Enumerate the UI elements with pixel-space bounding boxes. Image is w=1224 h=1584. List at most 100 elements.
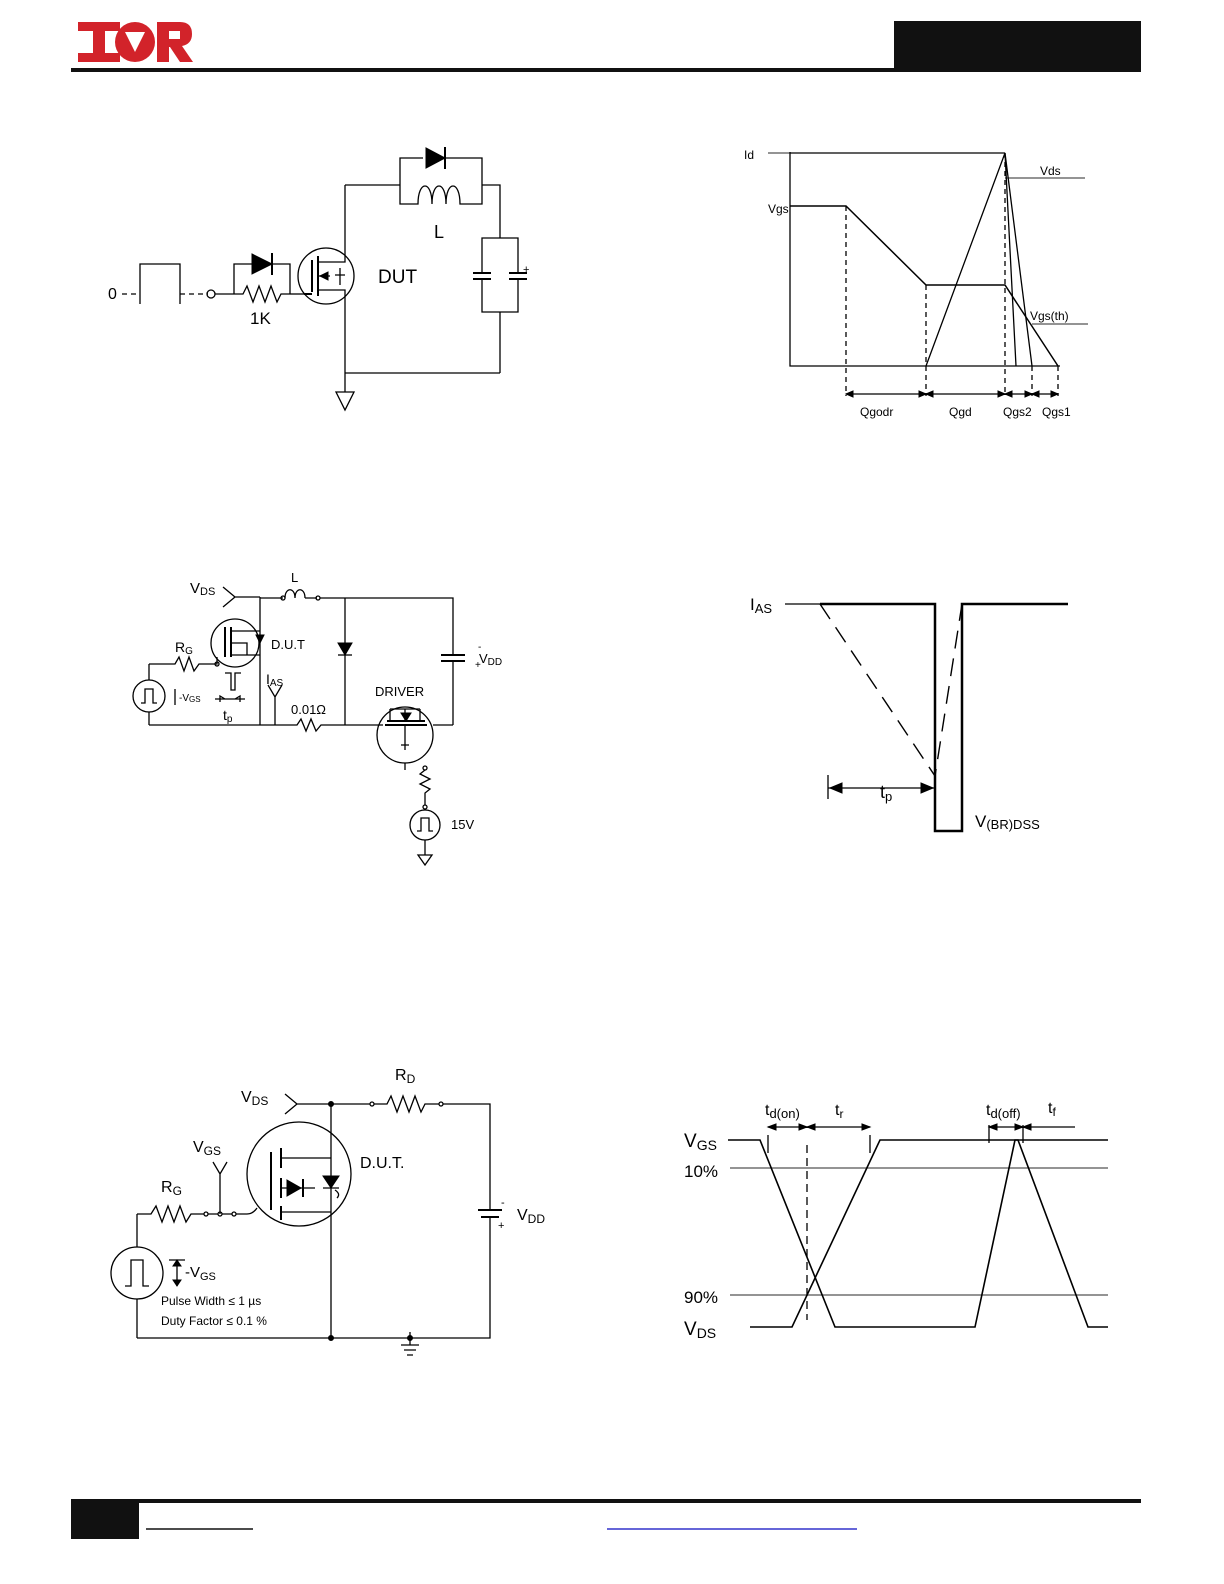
- svg-text:+: +: [475, 660, 481, 671]
- avalanche-test-circuit: VDS L VDD - + D.U.T RG -VGS: [132, 570, 502, 867]
- svg-text:tp: tp: [223, 707, 233, 725]
- vds-sub: DS: [697, 1325, 716, 1341]
- svg-text:VDD: VDD: [517, 1207, 545, 1226]
- footer: [71, 1499, 1141, 1539]
- svg-text:RG: RG: [175, 639, 193, 657]
- vgs-main: V: [684, 1131, 697, 1152]
- vbr-main: V: [975, 812, 987, 831]
- tf-sub: f: [1052, 1105, 1056, 1119]
- svg-text:+: +: [498, 1220, 504, 1232]
- tp-sub: p: [227, 714, 233, 725]
- tdon-sub: d(on): [769, 1106, 799, 1121]
- duty-factor-note: Duty Factor ≤ 0.1 %: [161, 1314, 267, 1328]
- svg-text:VGS: VGS: [684, 1131, 717, 1153]
- svg-text:td(off): td(off): [986, 1102, 1021, 1121]
- footer-page-box: [71, 1499, 139, 1539]
- vdd-sub: DD: [488, 657, 502, 668]
- vgs-label: Vgs: [768, 202, 789, 216]
- svg-text:tp: tp: [880, 782, 892, 804]
- svg-text:tr: tr: [835, 1102, 843, 1121]
- tdoff-sub: d(off): [990, 1106, 1020, 1121]
- ias-sub: AS: [755, 601, 773, 616]
- footer-rule: [71, 1499, 1141, 1503]
- svg-text:IAS: IAS: [750, 595, 772, 616]
- vgs-main: V: [193, 1139, 204, 1156]
- dut-mosfet-symbol: [210, 618, 260, 668]
- zero-label: 0: [108, 286, 117, 303]
- gate-charge-waveform: Id Vgs Vds Vgs(th) Qgodr Qgd Qgs2 Qgs1: [744, 148, 1088, 419]
- inductor-label: L: [434, 222, 444, 242]
- vds-label: Vds: [1040, 164, 1061, 178]
- svg-text:VDS: VDS: [241, 1089, 268, 1108]
- svg-text:IAS: IAS: [266, 671, 284, 689]
- svg-text:-: -: [478, 642, 481, 653]
- dut-label: D.U.T.: [360, 1155, 404, 1172]
- neg-vgs-sub: GS: [200, 1271, 216, 1283]
- 90pct-label: 90%: [684, 1288, 718, 1307]
- header-black-box: [894, 21, 1141, 72]
- driver-label: DRIVER: [375, 684, 424, 699]
- vgs-neg-sub: GS: [189, 695, 201, 704]
- svg-text:VDS: VDS: [684, 1319, 716, 1341]
- tdoff-main: t: [986, 1102, 991, 1119]
- svg-text:VGS: VGS: [193, 1139, 221, 1158]
- vdd-main: V: [517, 1207, 528, 1224]
- tr-sub: r: [839, 1107, 843, 1121]
- switching-test-circuit: VDS RD - + VDD D.U.T. VGS RG: [110, 1067, 545, 1356]
- rg-main: R: [175, 639, 185, 655]
- qgd-label: Qgd: [949, 405, 972, 419]
- header: [71, 21, 1141, 72]
- rg-sub: G: [173, 1184, 182, 1198]
- svg-text:VDS: VDS: [190, 580, 215, 598]
- vdd-main: V: [479, 651, 488, 666]
- qgodr-label: Qgodr: [860, 405, 893, 419]
- id-label: Id: [744, 148, 754, 162]
- ground-icon: [416, 840, 434, 867]
- switching-waveform: VGS 10% 90% VDS td(on) tr td(off) tf: [684, 1100, 1108, 1341]
- ior-logo: [78, 22, 193, 62]
- svg-text:RG: RG: [161, 1179, 182, 1198]
- vdd-sub: DD: [528, 1212, 546, 1226]
- tp-main: t: [880, 782, 885, 802]
- shunt-label: 0.01Ω: [291, 702, 326, 717]
- ias-main: I: [750, 595, 755, 614]
- dut-label: DUT: [378, 267, 417, 288]
- dut-mosfet-symbol: [297, 247, 355, 305]
- qgs2-label: Qgs2: [1003, 405, 1032, 419]
- 1k-label: 1K: [250, 309, 271, 328]
- dut-mosfet-symbol: [246, 1121, 352, 1227]
- vgs-neg-main: -V: [179, 693, 189, 704]
- tr-main: t: [835, 1102, 840, 1119]
- qgs1-label: Qgs1: [1042, 405, 1071, 419]
- vds-main: V: [190, 580, 200, 597]
- svg-text:VDD: VDD: [479, 651, 502, 668]
- pulse-width-note: Pulse Width ≤ 1 µs: [161, 1294, 261, 1308]
- vds-sub: DS: [200, 586, 215, 598]
- vbr-sub: (BR)DSS: [986, 817, 1040, 832]
- rg-main: R: [161, 1179, 173, 1196]
- svg-text:-: -: [501, 1197, 505, 1209]
- 15v-label: 15V: [451, 817, 474, 832]
- vds-main: V: [684, 1319, 697, 1340]
- inductor-label: L: [291, 570, 298, 585]
- vgs-th-label: Vgs(th): [1030, 309, 1069, 323]
- rg-sub: G: [185, 646, 193, 657]
- avalanche-waveform: IAS tp V(BR)DSS: [750, 595, 1068, 833]
- vgs-sub: GS: [697, 1137, 717, 1153]
- tdon-main: t: [765, 1102, 770, 1119]
- tf-main: t: [1048, 1100, 1053, 1117]
- svg-text:RD: RD: [395, 1067, 416, 1086]
- vgs-sub: GS: [204, 1144, 221, 1158]
- rd-main: R: [395, 1067, 407, 1084]
- gate-charge-test-circuit: 0 1K DUT L +: [108, 147, 529, 412]
- ias-main: I: [266, 671, 270, 687]
- neg-vgs-main: -V: [185, 1264, 200, 1281]
- vds-sub: DS: [252, 1094, 269, 1108]
- svg-text:td(on): td(on): [765, 1102, 800, 1121]
- tp-sub: p: [885, 789, 892, 804]
- 10pct-label: 10%: [684, 1162, 718, 1181]
- svg-text:V(BR)DSS: V(BR)DSS: [975, 812, 1040, 832]
- svg-text:-VGS: -VGS: [185, 1264, 216, 1283]
- dut-label: D.U.T: [271, 637, 305, 652]
